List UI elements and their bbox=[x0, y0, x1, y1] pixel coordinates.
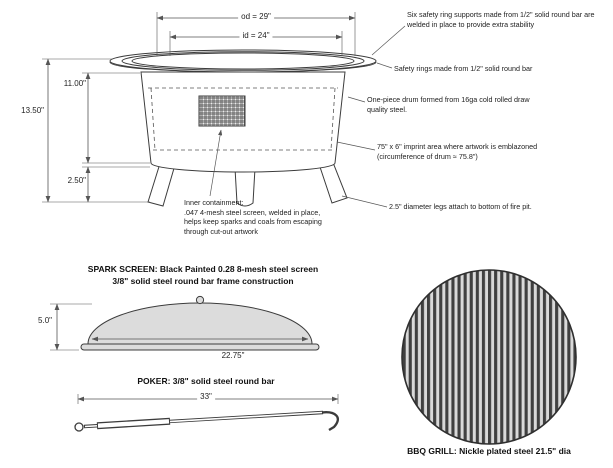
note-imprint: 75" x 6" imprint area where artwork is e… bbox=[377, 142, 538, 161]
note-inner-containment-body: .047 4-mesh steel screen, welded in plac… bbox=[184, 207, 322, 236]
firepit-leg-middle bbox=[234, 167, 256, 207]
leader-lines bbox=[209, 25, 406, 208]
poker-length-label: 33" bbox=[197, 392, 215, 401]
spark-screen-dome bbox=[87, 302, 313, 345]
dim-od-label: od = 29" bbox=[238, 12, 274, 21]
spark-screen-drawing bbox=[50, 295, 320, 351]
dim-id-label: id = 24" bbox=[239, 31, 273, 40]
spark-screen-title-line1: SPARK SCREEN: Black Painted 0.28 8-mesh … bbox=[87, 264, 319, 274]
note-inner-containment: Inner containment: .047 4-mesh steel scr… bbox=[184, 198, 339, 236]
note-legs: 2.5" diameter legs attach to bottom of f… bbox=[389, 202, 532, 211]
note-safety-rings: Safety rings made from 1/2" solid round … bbox=[394, 64, 533, 73]
note-safety-supports: Six safety ring supports made from 1/2" … bbox=[407, 10, 595, 29]
spark-screen-height-label: 5.0" bbox=[38, 316, 52, 325]
poker-drawing bbox=[74, 394, 339, 432]
poker-ring bbox=[74, 422, 84, 432]
spark-screen-knob bbox=[195, 295, 205, 305]
grill-outline bbox=[401, 269, 577, 445]
note-drum: One-piece drum formed from 16ga cold rol… bbox=[367, 95, 530, 114]
firepit-drawing bbox=[109, 49, 377, 207]
spark-screen-width-label: 22.75" bbox=[221, 351, 245, 360]
poker-grip-fill bbox=[97, 419, 170, 428]
grill-bars bbox=[402, 270, 576, 444]
firepit-rim-middle bbox=[121, 51, 365, 71]
spark-screen-base bbox=[80, 343, 320, 351]
note-inner-containment-title: Inner containment: bbox=[184, 198, 244, 207]
grill-drawing bbox=[401, 269, 577, 445]
mesh-screen-pattern bbox=[198, 95, 246, 127]
firepit-rim-inner bbox=[131, 52, 355, 70]
dim-leg-height-label: 2.50" bbox=[67, 176, 86, 185]
dim-total-height-label: 13.50" bbox=[21, 106, 44, 115]
poker-title: POKER: 3/8" solid steel round bar bbox=[137, 376, 275, 386]
firepit-rim-outer bbox=[109, 49, 377, 73]
poker-hook bbox=[321, 411, 339, 432]
grill-label: BBQ GRILL: Nickle plated steel 21.5" dia bbox=[407, 446, 571, 456]
spark-screen-dimensions bbox=[50, 303, 309, 351]
imprint-area-dashes bbox=[148, 87, 338, 151]
spark-screen-title-line2: 3/8" solid steel round bar frame constru… bbox=[112, 276, 294, 286]
dim-drum-height-label: 11.00" bbox=[63, 79, 86, 88]
